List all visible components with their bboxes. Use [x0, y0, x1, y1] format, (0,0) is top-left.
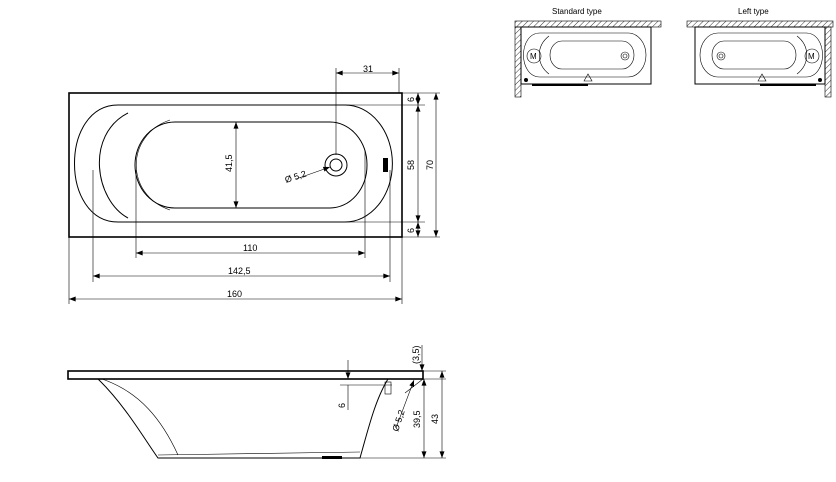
standard-motor-circle — [526, 48, 542, 64]
dim-inner-width: 58 — [406, 160, 416, 170]
drain-outer — [324, 153, 348, 177]
headrest-curve-inner — [136, 119, 171, 211]
top-view: 31 6 58 70 6 41,5 Ø 5,2 110 142,5 160 — [68, 64, 440, 304]
side-drain-body — [322, 456, 342, 459]
dim-drain-offset: 31 — [363, 64, 373, 74]
dim-total-width: 70 — [425, 160, 435, 170]
standard-motor-letter: M — [530, 52, 537, 61]
left-basin — [699, 32, 823, 78]
dim-bottom-length: 110 — [243, 243, 257, 253]
side-floor — [157, 451, 361, 456]
standard-wall-top — [514, 20, 662, 28]
standard-drain — [620, 51, 630, 61]
left-tub — [694, 26, 826, 85]
headrest-curve — [98, 112, 129, 219]
drain-inner — [329, 158, 343, 172]
side-rim — [67, 370, 424, 380]
standard-marker — [583, 73, 593, 82]
dim-total-length: 160 — [227, 289, 242, 299]
dim-bottom-width: 41,5 — [224, 154, 234, 172]
side-dim-overflow-diameter: Ø 5,2 — [390, 409, 406, 433]
left-type-label: Left type — [738, 7, 769, 16]
standard-type-view: Standard type M — [514, 7, 662, 98]
side-overflow — [384, 381, 392, 395]
dim-drain-diameter: Ø 5,2 — [284, 169, 308, 185]
side-view: (3,5) 6 Ø 5,2 39,5 43 — [67, 345, 446, 459]
left-motor-letter: M — [808, 52, 815, 61]
dim-inner-length: 142,5 — [228, 266, 251, 276]
standard-basin — [523, 32, 647, 78]
dim-rim-bottom: 6 — [406, 228, 416, 233]
standard-tub — [520, 26, 652, 85]
side-dim-rim: (3,5) — [411, 345, 421, 364]
left-type-view: Left type M — [686, 7, 834, 98]
side-tub-body — [97, 378, 389, 459]
dim-rim-top: 6 — [406, 97, 416, 102]
side-dim-step: 6 — [337, 403, 347, 408]
left-drain — [716, 51, 726, 61]
tub-outer-rim — [68, 92, 403, 238]
standard-type-label: Standard type — [552, 7, 602, 16]
side-backrest — [101, 378, 179, 456]
overflow-outlet — [383, 158, 388, 172]
left-motor-circle — [804, 48, 820, 64]
side-dim-total-height: 43 — [430, 414, 440, 424]
left-marker — [757, 73, 767, 82]
tub-inner-basin — [74, 104, 393, 223]
side-dim-inner-height: 39,5 — [412, 410, 422, 428]
standard-wall-left — [514, 26, 522, 98]
left-wall-top — [686, 20, 834, 28]
tub-floor — [134, 121, 368, 209]
left-wall-right — [824, 26, 832, 98]
